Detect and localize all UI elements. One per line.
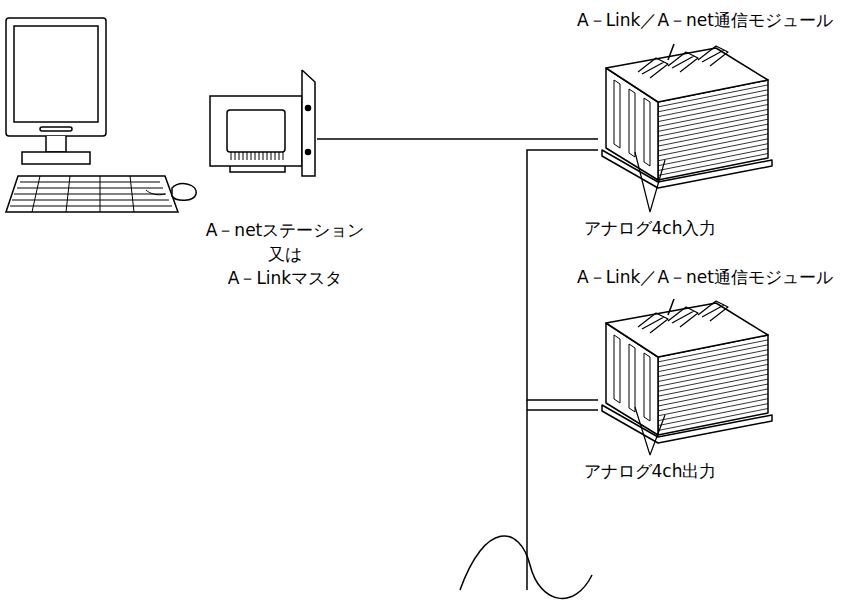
pci-card [210,70,315,176]
card-led [306,106,311,111]
module-rack [602,44,772,188]
cooling-fins [658,85,768,176]
card-label: 又は [264,242,306,266]
io-slots [614,80,650,166]
text-holder: A－Link／A－net通信モジュール [573,265,837,289]
connector-handles [638,46,728,78]
card-label: A－Linkマスタ [224,266,346,290]
module-rack [602,299,772,443]
leader-line [635,407,665,455]
text-holder: アナログ4ch入力 [580,216,721,240]
card-pins [231,152,283,160]
text-holder: A－Link／A－net通信モジュール [573,8,837,32]
node-outline [598,40,775,190]
module-pointer [668,299,674,315]
text-holder: A－netステーション [202,218,369,242]
module-title: A－Link／A－net通信モジュール [573,265,837,289]
sine-wave [460,536,592,599]
bus-wiring [460,400,598,598]
card-bracket [302,70,315,176]
text-holder: アナログ4ch出力 [580,459,721,483]
channel-label: アナログ4ch入力 [580,216,721,240]
node-outline [598,295,775,445]
card-board [210,96,302,166]
io-slots [614,335,650,421]
module-title: A－Link／A－net通信モジュール [573,8,837,32]
cable-line [317,138,598,140]
node-outline [205,68,317,178]
node-box: A－netステーション又はA－Linkマスタ [205,68,317,178]
bus-cable [317,139,598,140]
connector-handles [638,301,728,333]
card-led [306,150,311,155]
node-box: A－Link／A－net通信モジュールアナログ4ch入力 [598,40,775,190]
computer [6,18,196,212]
node-box: A－Link／A－net通信モジュールアナログ4ch出力 [598,295,775,445]
text-holder: 又は [264,242,306,266]
channel-label: アナログ4ch出力 [580,459,721,483]
leader-line [635,152,665,212]
card-label: A－netステーション [202,218,369,242]
module-pointer [668,44,674,60]
card-edge [230,166,285,172]
text-holder: A－Linkマスタ [224,266,346,290]
cooling-fins [658,340,768,431]
card-chip [227,110,285,152]
